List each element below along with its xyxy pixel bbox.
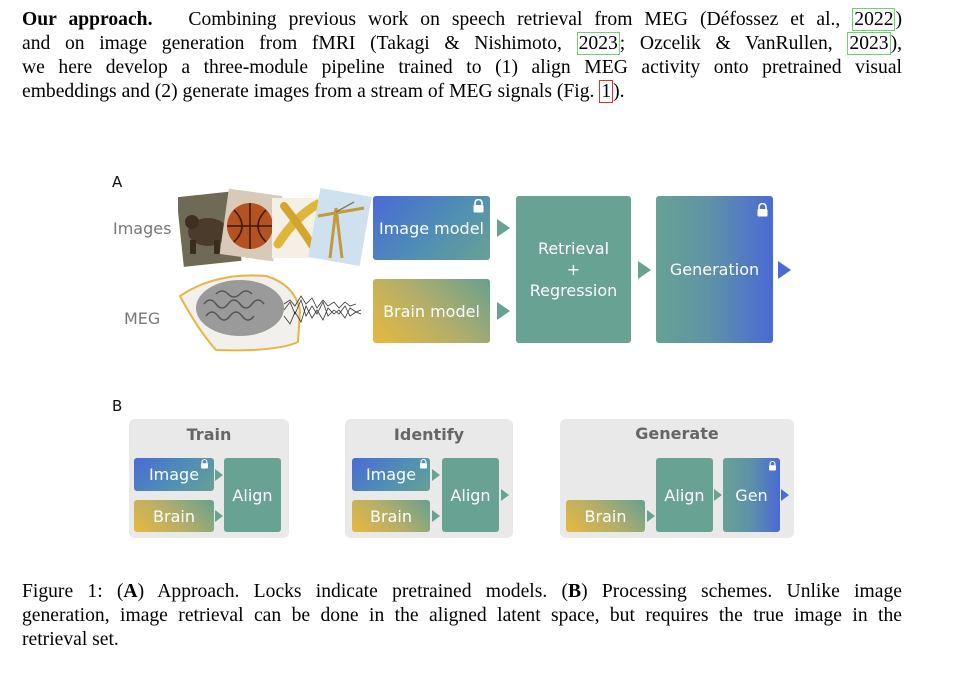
- caption-text: Figure 1: (: [22, 581, 124, 602]
- lock-icon: [201, 459, 208, 469]
- image-model-label: Image model: [378, 218, 484, 238]
- plus-label: +: [566, 260, 581, 279]
- caption-line-3: retrieval set.: [22, 629, 119, 650]
- generate-align-box: Align: [656, 458, 713, 532]
- paragraph-line-1: Our approach. Combining previous work on…: [22, 8, 902, 32]
- arrow-icon: [638, 261, 651, 279]
- arrow-icon: [497, 302, 510, 320]
- panel-b-letter: B: [112, 397, 123, 415]
- image-model-box: Image model: [373, 196, 490, 260]
- paragraph-text: and on image generation from fMRI (Takag…: [22, 33, 562, 54]
- generation-label: Generation: [669, 260, 760, 279]
- train-title: Train: [186, 425, 232, 444]
- train-brain-label: Brain: [153, 506, 195, 526]
- paragraph-line-2: and on image generation from fMRI (Takag…: [22, 32, 902, 56]
- paragraph-text: embeddings and (2) generate images from …: [22, 81, 595, 102]
- paragraph-text: ).: [613, 81, 625, 102]
- approach-paragraph: Our approach. Combining previous work on…: [22, 8, 902, 104]
- caption-line-2: generation, image retrieval can be done …: [22, 605, 902, 626]
- paragraph-line-3: we here develop a three-module pipeline …: [22, 57, 902, 78]
- train-image-label: Image: [148, 465, 200, 484]
- paragraph-text: ): [895, 9, 902, 30]
- basketball-image: [219, 188, 283, 262]
- meg-signal-image: [283, 295, 362, 325]
- images-label: Images: [113, 219, 172, 238]
- lock-icon: [769, 461, 776, 471]
- generation-box: Generation: [656, 196, 773, 343]
- output-arrow-icon: [781, 489, 789, 501]
- regression-label: Regression: [529, 281, 618, 300]
- arrow-icon: [501, 489, 509, 501]
- generate-align-label: Align: [664, 485, 705, 505]
- arrow-icon: [215, 469, 223, 481]
- caption-bold: A: [123, 581, 138, 602]
- retrieval-label: Retrieval: [537, 239, 610, 258]
- identify-align-box: Align: [442, 458, 499, 532]
- retrieval-regression-box: Retrieval + Regression: [516, 196, 631, 343]
- caption-text: ) Approach. Locks indicate pretrained mo…: [137, 581, 569, 602]
- identify-title: Identify: [393, 425, 465, 444]
- paragraph-heading: Our approach.: [22, 9, 153, 30]
- meg-label: MEG: [124, 309, 161, 328]
- brain-meg-illustration: [178, 274, 362, 352]
- generate-brain-label: Brain: [584, 506, 627, 526]
- output-arrow-icon: [778, 261, 791, 279]
- citation-link[interactable]: 2023: [847, 32, 891, 55]
- figure-reference-link[interactable]: 1: [599, 80, 614, 103]
- lock-icon: [757, 203, 768, 217]
- arrow-icon: [432, 469, 440, 481]
- identify-image-label: Image: [365, 465, 417, 484]
- train-align-label: Align: [232, 485, 273, 505]
- identify-brain-box: Brain: [352, 500, 430, 532]
- figure-1: A Images MEG: [112, 173, 794, 538]
- identify-image-box: Image: [352, 458, 430, 491]
- figure-caption: Figure 1: (A) Approach. Locks indicate p…: [22, 580, 902, 652]
- stimulus-images: [178, 188, 372, 267]
- paragraph-line-4: embeddings and (2) generate images from …: [22, 80, 902, 104]
- arrow-icon: [215, 510, 223, 522]
- paragraph-text: Combining previous work on speech retrie…: [188, 9, 841, 30]
- brain-model-box: Brain model: [373, 279, 490, 343]
- train-align-box: Align: [224, 458, 281, 532]
- arrow-icon: [647, 510, 655, 522]
- generate-gen-label: Gen: [735, 485, 768, 505]
- generate-title: Generate: [635, 424, 719, 443]
- train-brain-box: Brain: [134, 500, 214, 532]
- crane-image: [308, 188, 372, 266]
- caption-line-1: Figure 1: (A) Approach. Locks indicate p…: [22, 580, 902, 604]
- paragraph-text: ; Ozcelik & VanRullen,: [619, 33, 833, 54]
- citation-link[interactable]: 2023: [576, 32, 620, 55]
- caption-bold: B: [568, 581, 582, 602]
- caption-text: ) Processing schemes. Unlike image: [581, 581, 902, 602]
- arrow-icon: [497, 219, 510, 237]
- train-image-box: Image: [134, 458, 214, 491]
- brain-image: [178, 274, 302, 352]
- lock-icon: [420, 459, 427, 469]
- paragraph-text: ),: [890, 33, 902, 54]
- identify-align-label: Align: [450, 485, 491, 505]
- arrow-icon: [432, 510, 440, 522]
- identify-brain-label: Brain: [370, 506, 412, 526]
- panel-a-letter: A: [112, 173, 123, 191]
- brain-model-label: Brain model: [383, 301, 480, 321]
- lock-icon: [473, 199, 484, 213]
- generate-brain-box: Brain: [566, 500, 645, 532]
- citation-link[interactable]: 2022: [852, 8, 896, 31]
- arrow-icon: [714, 489, 722, 501]
